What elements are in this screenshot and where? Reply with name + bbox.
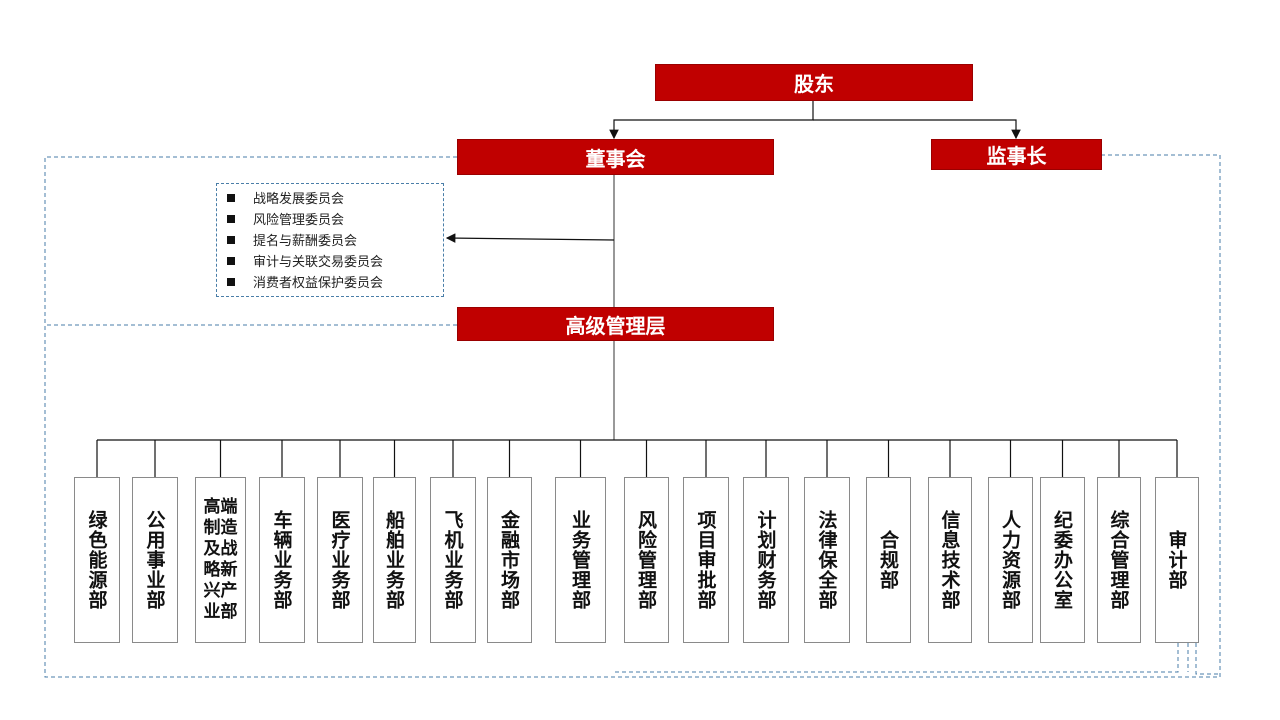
department-box: 风险管理部	[624, 477, 669, 643]
department-label: 飞机业务部	[441, 510, 464, 610]
department-label: 人力资源部	[999, 510, 1021, 610]
department-box: 医疗业务部	[317, 477, 363, 643]
department-box: 飞机业务部	[430, 477, 476, 643]
department-label: 高端制造及战略新兴产业部	[203, 497, 238, 622]
square-bullet-icon	[227, 257, 235, 265]
department-label: 风险管理部	[635, 510, 657, 610]
supervision-dashed-outer	[44, 154, 1221, 678]
department-box: 综合管理部	[1097, 477, 1141, 643]
department-box: 船舶业务部	[373, 477, 416, 643]
committee-item: 战略发展委员会	[227, 189, 443, 210]
department-label: 合规部	[877, 530, 899, 590]
committee-item: 消费者权益保护委员会	[227, 273, 443, 294]
department-label: 金融市场部	[498, 510, 520, 610]
supervisor-box: 监事长	[931, 139, 1102, 170]
supervisor-label: 监事长	[986, 144, 1047, 168]
committee-item: 审计与关联交易委员会	[227, 252, 443, 273]
department-box: 审计部	[1155, 477, 1199, 643]
department-box: 绿色能源部	[74, 477, 120, 643]
department-box: 法律保全部	[804, 477, 850, 643]
department-label: 项目审批部	[694, 510, 717, 610]
department-box: 高端制造及战略新兴产业部	[195, 477, 246, 643]
audit-dashed-link	[612, 643, 1179, 673]
department-box: 业务管理部	[555, 477, 606, 643]
department-box: 人力资源部	[988, 477, 1033, 643]
committee-item: 提名与薪酬委员会	[227, 231, 443, 252]
department-box: 计划财务部	[743, 477, 789, 643]
department-label: 业务管理部	[569, 510, 591, 610]
department-box: 公用事业部	[132, 477, 178, 643]
committee-item: 风险管理委员会	[227, 210, 443, 231]
department-label: 纪委办公室	[1051, 510, 1073, 610]
department-box: 纪委办公室	[1040, 477, 1085, 643]
department-label: 审计部	[1165, 530, 1188, 590]
department-label: 计划财务部	[754, 510, 777, 610]
senior-management-label: 高级管理层	[565, 313, 666, 338]
square-bullet-icon	[227, 194, 235, 202]
shareholders-label: 股东	[794, 72, 834, 96]
square-bullet-icon	[227, 278, 235, 286]
department-label: 车辆业务部	[270, 510, 293, 610]
board-label: 董事会	[585, 146, 646, 171]
department-label: 公用事业部	[143, 510, 166, 610]
department-label: 医疗业务部	[328, 510, 351, 610]
department-label: 船舶业务部	[383, 510, 405, 610]
department-label: 综合管理部	[1107, 510, 1130, 610]
department-box: 车辆业务部	[259, 477, 305, 643]
department-box: 金融市场部	[487, 477, 532, 643]
committee-list-box: 战略发展委员会 风险管理委员会 提名与薪酬委员会 审计与关联交易委员会 消费者权…	[216, 183, 444, 297]
department-label: 法律保全部	[815, 510, 838, 610]
board-box: 董事会	[457, 139, 774, 175]
department-box: 项目审批部	[683, 477, 729, 643]
square-bullet-icon	[227, 236, 235, 244]
square-bullet-icon	[227, 215, 235, 223]
department-label: 绿色能源部	[85, 510, 108, 610]
department-box: 信息技术部	[928, 477, 972, 643]
department-box: 合规部	[866, 477, 911, 643]
department-label: 信息技术部	[938, 510, 961, 610]
shareholders-box: 股东	[655, 64, 973, 101]
senior-management-box: 高级管理层	[457, 307, 774, 341]
